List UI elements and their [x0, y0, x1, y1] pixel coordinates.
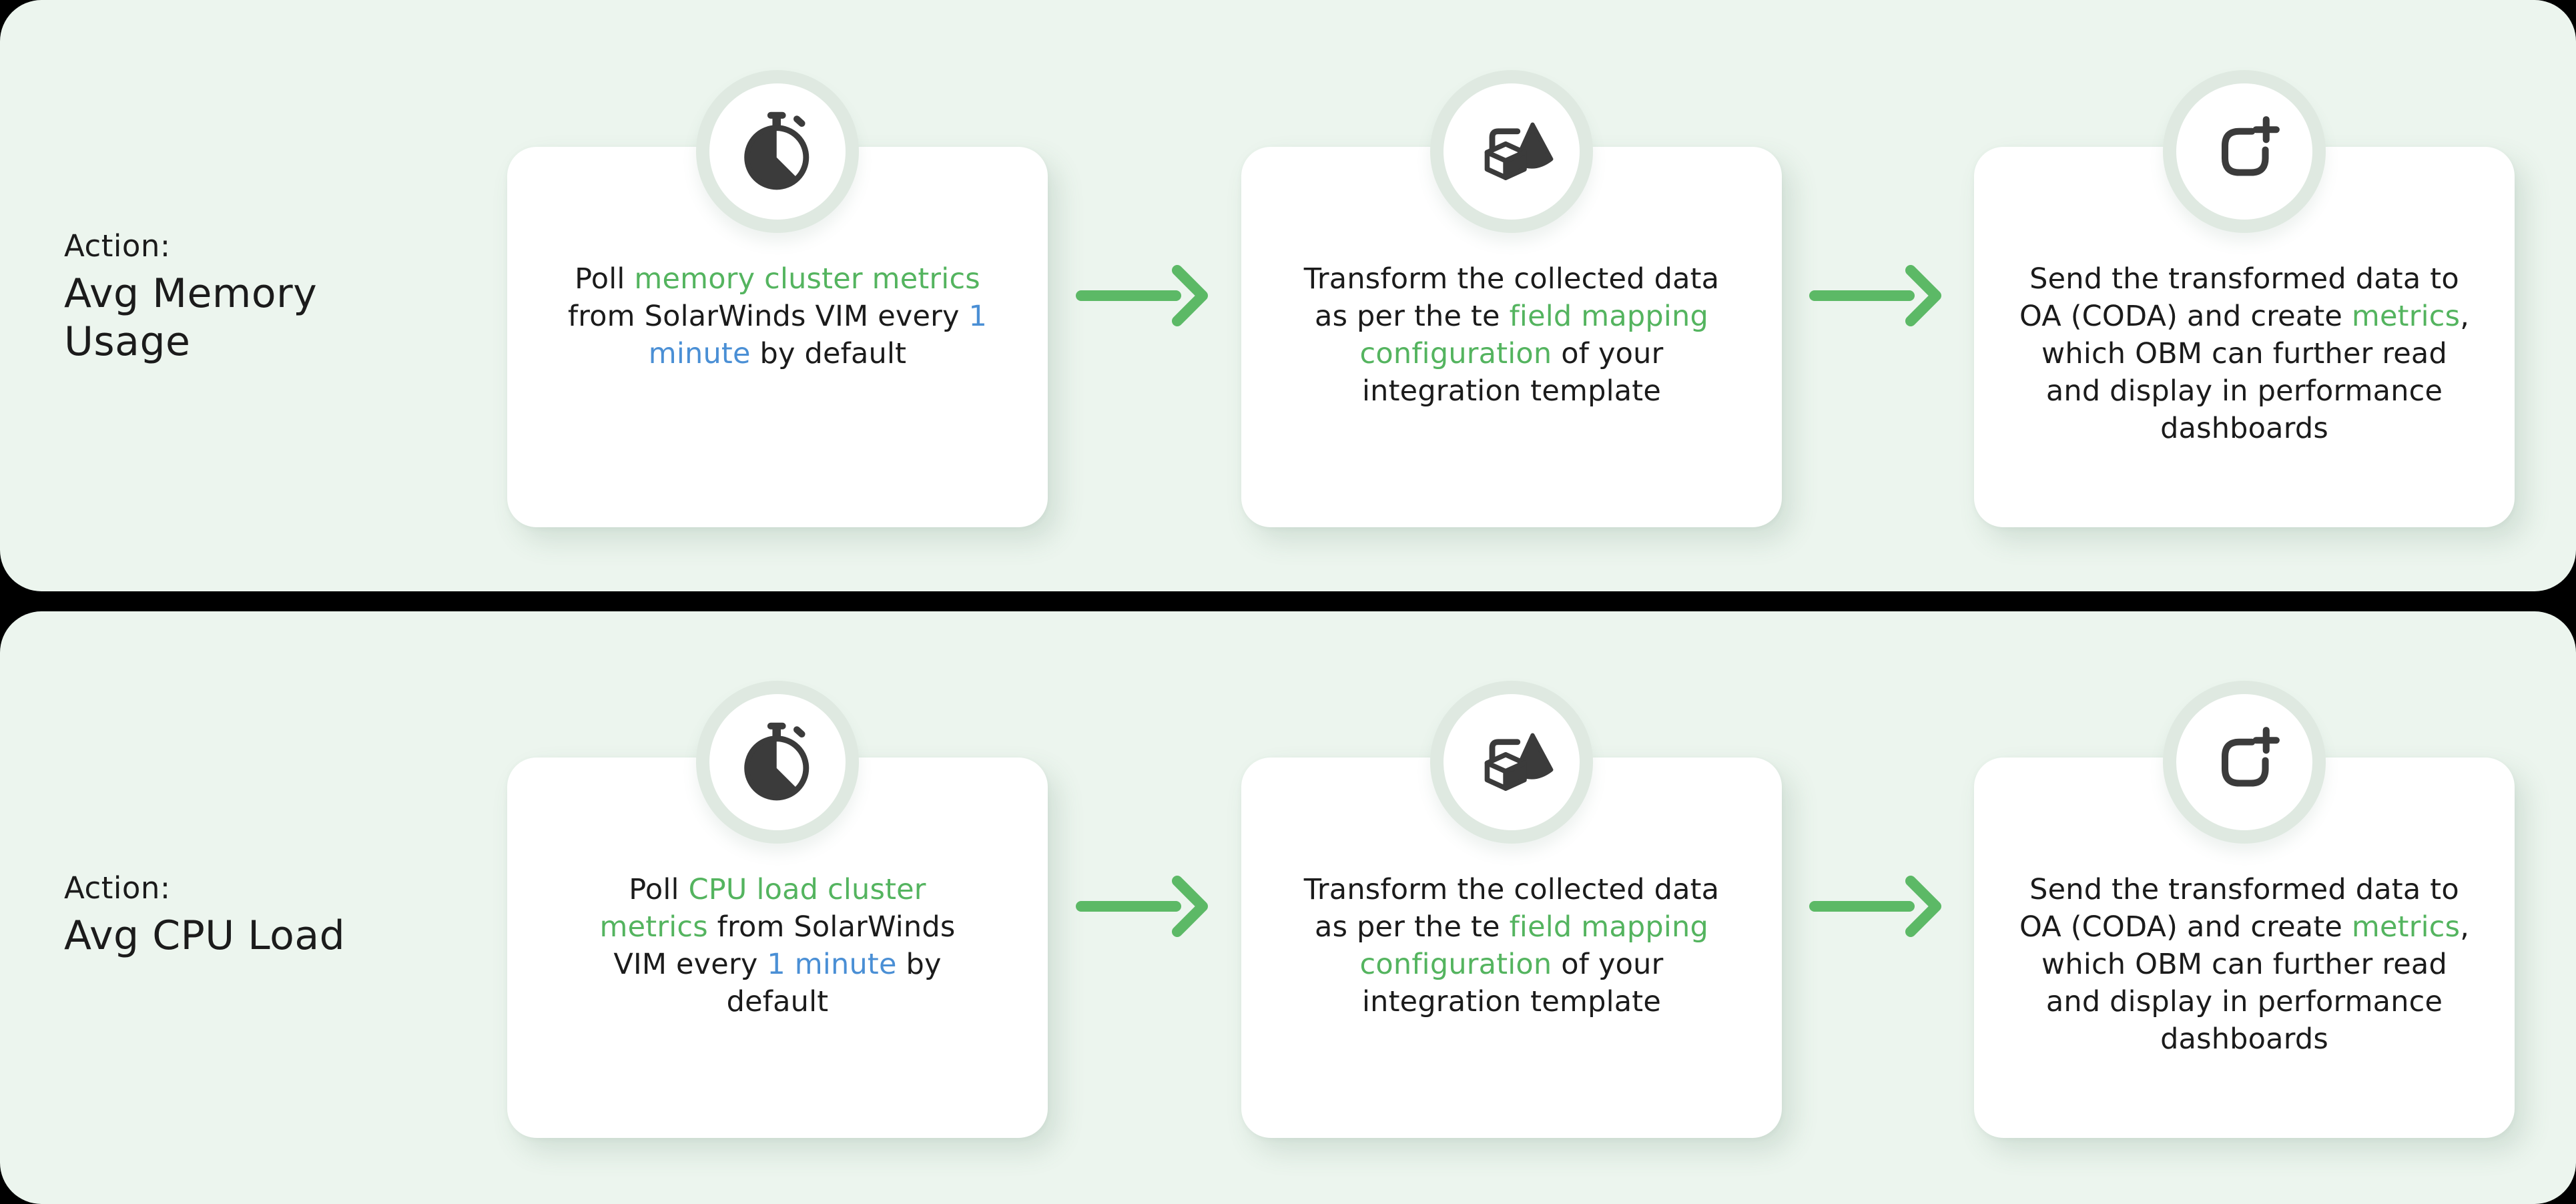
- step-description: Poll CPU load cluster metrics from Solar…: [571, 871, 984, 1020]
- create-metric-icon: [2221, 727, 2280, 787]
- step-card-poll: Poll CPU load cluster metrics from Solar…: [507, 681, 1048, 1138]
- step-card-transform: Transform the collected data as per the …: [1241, 681, 1782, 1138]
- row-label-cpu: Action: Avg CPU Load: [64, 869, 378, 960]
- stopwatch-icon: [744, 722, 810, 801]
- step-card-transform: Transform the collected data as per the …: [1241, 70, 1782, 527]
- text-segment: 1 minute: [648, 300, 988, 370]
- text-segment: Transform the collected data as per the …: [1303, 262, 1720, 333]
- icon-badge: [696, 681, 859, 844]
- step-description: Send the transformed data to OA (CODA) a…: [2017, 260, 2471, 447]
- icon-circle: [709, 694, 846, 830]
- action-title: Avg Memory Usage: [64, 270, 318, 365]
- icon-badge: [1430, 681, 1593, 844]
- text-segment: Send the transformed data to OA (CODA) a…: [2019, 873, 2459, 944]
- step-card-send: Send the transformed data to OA (CODA) a…: [1974, 681, 2515, 1138]
- icon-circle: [709, 83, 846, 220]
- step-description: Transform the collected data as per the …: [1285, 871, 1738, 1020]
- action-label: Action:: [64, 228, 171, 264]
- text-segment: of your integration template: [1362, 337, 1664, 408]
- create-metric-icon: [2221, 116, 2280, 176]
- icon-badge: [696, 70, 859, 233]
- text-segment: , which OBM can further read and display…: [2041, 300, 2470, 445]
- workflow-panel-avg-memory-usage: Action: Avg Memory Usage Poll memory clu…: [0, 0, 2576, 591]
- arrow-right-icon: [1076, 876, 1208, 937]
- step-description: Transform the collected data as per the …: [1285, 260, 1738, 410]
- icon-badge: [2163, 70, 2326, 233]
- text-segment: Send the transformed data to OA (CODA) a…: [2019, 262, 2459, 333]
- text-segment: by default: [750, 337, 907, 370]
- text-segment: Transform the collected data as per the …: [1303, 873, 1720, 944]
- action-title: Avg CPU Load: [64, 912, 346, 959]
- text-segment: from SolarWinds VIM every: [567, 300, 969, 333]
- icon-badge: [1430, 70, 1593, 233]
- text-segment: 1 minute: [767, 948, 897, 981]
- action-label: Action:: [64, 870, 171, 906]
- text-segment: Poll: [629, 873, 689, 906]
- workflow-panel-avg-cpu-load: Action: Avg CPU Load Poll CPU load clust…: [0, 611, 2576, 1204]
- icon-circle: [1443, 83, 1580, 220]
- text-segment: CPU load cluster metrics: [599, 873, 926, 944]
- step-card-send: Send the transformed data to OA (CODA) a…: [1974, 70, 2515, 527]
- text-segment: Poll: [575, 262, 635, 296]
- transform-shapes-icon: [1484, 122, 1554, 180]
- text-segment: of your integration template: [1362, 948, 1664, 1018]
- arrow-right-icon: [1809, 265, 1941, 326]
- step-description: Poll memory cluster metrics from SolarWi…: [551, 260, 1004, 372]
- text-segment: by default: [726, 948, 942, 1018]
- text-segment: metrics: [2351, 300, 2461, 333]
- text-segment: metrics: [2351, 910, 2461, 944]
- icon-circle: [2176, 83, 2312, 220]
- text-segment: from SolarWinds VIM every: [613, 910, 956, 981]
- stopwatch-icon: [744, 111, 810, 190]
- step-description: Send the transformed data to OA (CODA) a…: [2017, 871, 2471, 1058]
- text-segment: field mapping configuration: [1359, 300, 1708, 370]
- text-segment: field mapping configuration: [1359, 910, 1708, 981]
- step-card-poll: Poll memory cluster metrics from SolarWi…: [507, 70, 1048, 527]
- text-segment: , which OBM can further read and display…: [2041, 910, 2470, 1056]
- transform-shapes-icon: [1484, 733, 1554, 791]
- icon-circle: [2176, 694, 2312, 830]
- arrow-right-icon: [1809, 876, 1941, 937]
- text-segment: memory cluster metrics: [634, 262, 980, 296]
- arrow-right-icon: [1076, 265, 1208, 326]
- row-label-memory: Action: Avg Memory Usage: [64, 227, 378, 366]
- icon-badge: [2163, 681, 2326, 844]
- icon-circle: [1443, 694, 1580, 830]
